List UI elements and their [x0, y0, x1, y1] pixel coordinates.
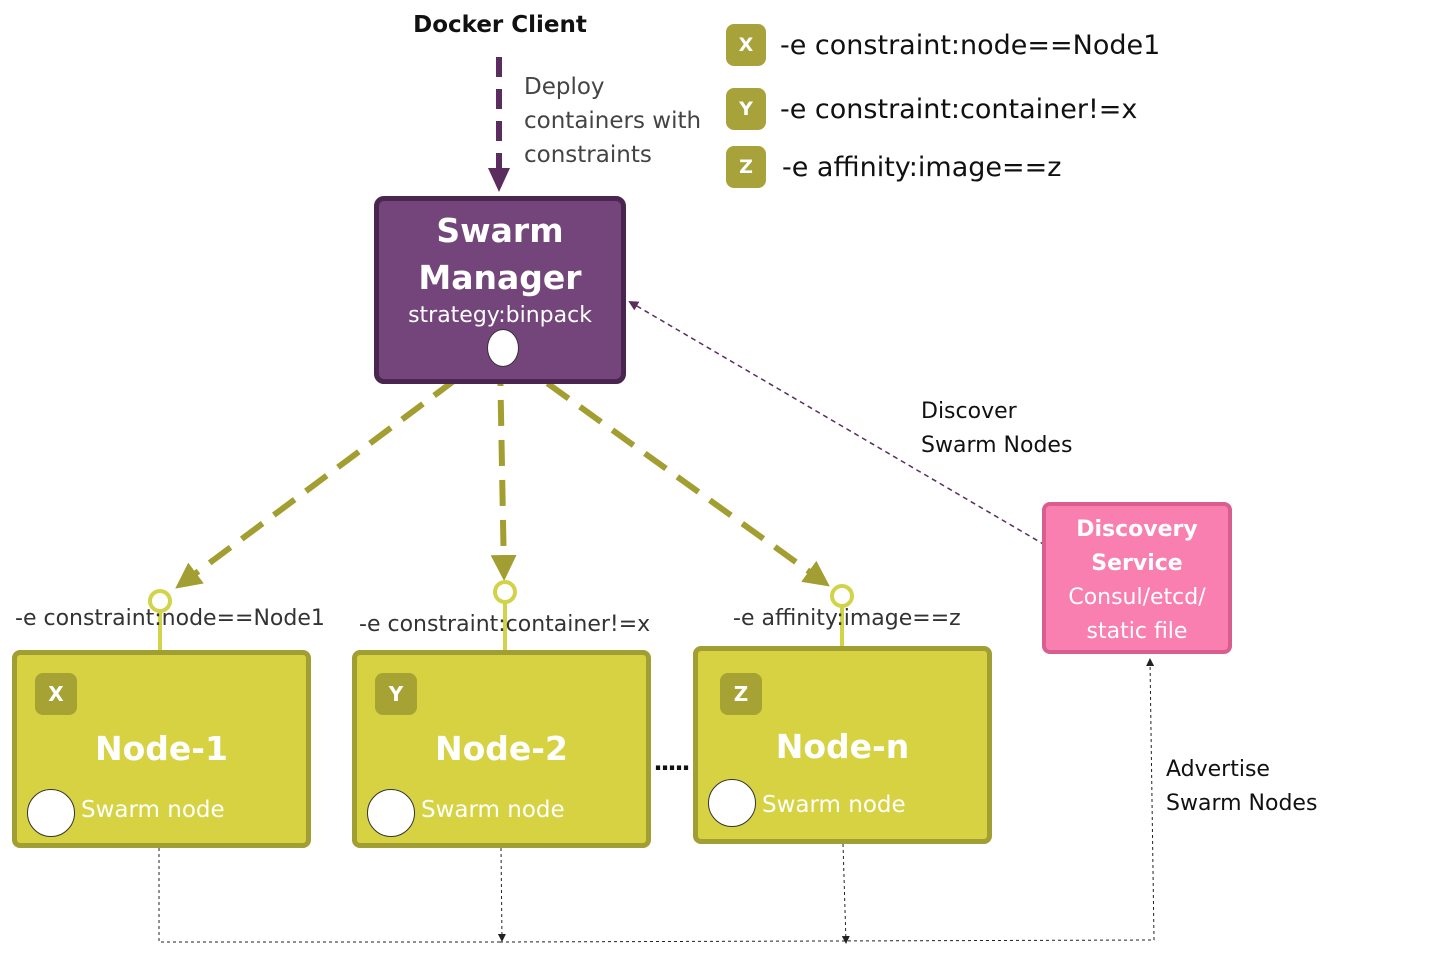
- discovery-sub-line: Consul/etcd/: [1068, 585, 1206, 610]
- swarm-manager-title-line: Swarm: [436, 211, 564, 250]
- manager-to-noden-link: [513, 357, 830, 587]
- node2-constraint-label: -e constraint:container!=x: [359, 612, 651, 637]
- manager-to-node2-link: [490, 359, 517, 581]
- legend-text-x: -e constraint:node==Node1: [780, 29, 1161, 61]
- node1-pin: [148, 589, 172, 613]
- discover-label-line: Swarm Nodes: [921, 433, 1073, 458]
- noden-subtitle: Swarm node: [762, 792, 906, 818]
- node1-box: X Node-1 Swarm node: [12, 650, 311, 848]
- legend-badge-y: Y: [726, 88, 766, 130]
- node1-title: Node-1: [95, 729, 228, 768]
- legend-item-z: Z -e affinity:image==z: [726, 146, 1061, 188]
- more-nodes-ellipsis: ․․․․․: [654, 748, 690, 776]
- node2-advertise-line: [497, 847, 506, 942]
- manager-to-node1-link: [175, 377, 457, 589]
- client-deploy-arrowhead: [488, 168, 510, 192]
- discovery-sub-line: static file: [1086, 619, 1188, 644]
- node2-badge: Y: [375, 673, 417, 715]
- advertise-bus-line: [499, 658, 1155, 943]
- swarm-manager-title-line: Manager: [418, 258, 582, 297]
- node1-swarm-agent: [27, 789, 75, 837]
- noden-advertise-line: [841, 843, 850, 944]
- swarm-manager-strategy: strategy:binpack: [408, 303, 592, 328]
- legend-badge-z: Z: [726, 146, 766, 188]
- node2-pin: [493, 580, 517, 604]
- legend-text-y: -e constraint:container!=x: [780, 93, 1138, 125]
- discover-label-line: Discover: [921, 399, 1017, 424]
- discovery-service-title: Discovery Service: [1046, 513, 1228, 581]
- node1-badge: X: [35, 673, 77, 715]
- node1-constraint-label: -e constraint:node==Node1: [15, 606, 325, 631]
- node1-advertise-line: [158, 848, 500, 943]
- docker-client-title: Docker Client: [413, 12, 587, 38]
- node2-swarm-agent: [367, 789, 415, 837]
- noden-badge: Z: [720, 673, 762, 715]
- advertise-label-line: Swarm Nodes: [1166, 791, 1318, 816]
- swarm-manager-port: [487, 329, 519, 367]
- advertise-label-line: Advertise: [1166, 757, 1270, 782]
- discover-label: Discover Swarm Nodes: [921, 395, 1072, 463]
- deploy-label-line: Deploy: [524, 74, 605, 100]
- deploy-label: Deploy containers with constraints: [524, 70, 701, 172]
- discover-nodes-link: [628, 300, 1046, 546]
- noden-pin: [830, 584, 854, 608]
- noden-constraint-label: -e affinity:image==z: [733, 606, 961, 631]
- deploy-label-line: constraints: [524, 142, 652, 168]
- swarm-manager-title: Swarm Manager: [379, 207, 621, 301]
- node2-subtitle: Swarm node: [421, 797, 565, 823]
- node1-subtitle: Swarm node: [81, 797, 225, 823]
- noden-title: Node-n: [775, 727, 910, 766]
- legend-text-z: -e affinity:image==z: [782, 151, 1062, 183]
- discovery-title-line: Service: [1091, 551, 1183, 576]
- discovery-title-line: Discovery: [1076, 517, 1198, 542]
- deploy-label-line: containers with: [524, 108, 702, 134]
- node2-title: Node-2: [435, 729, 568, 768]
- legend-badge-x: X: [726, 24, 766, 66]
- legend-item-y: Y -e constraint:container!=x: [726, 88, 1137, 130]
- legend-item-x: X -e constraint:node==Node1: [726, 24, 1160, 66]
- node2-box: Y Node-2 Swarm node: [352, 650, 651, 848]
- discovery-service-box: Discovery Service Consul/etcd/ static fi…: [1042, 502, 1232, 654]
- noden-box: Z Node-n Swarm node: [693, 646, 992, 844]
- noden-swarm-agent: [708, 779, 756, 827]
- advertise-label: Advertise Swarm Nodes: [1166, 753, 1317, 821]
- swarm-manager-box: Swarm Manager strategy:binpack: [374, 196, 626, 384]
